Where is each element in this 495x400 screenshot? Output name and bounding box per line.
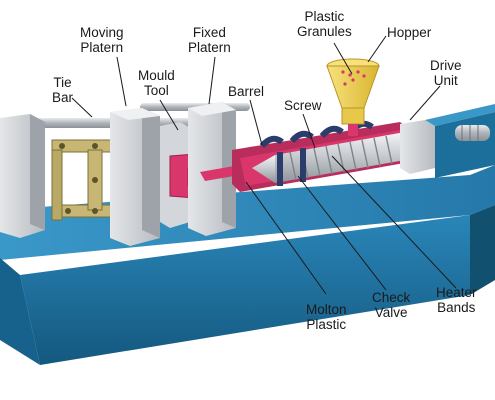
label-moving-platern: Moving Platern [80, 25, 124, 55]
fixed-platen [188, 102, 236, 236]
drive-unit [400, 104, 495, 178]
leader-plastic-granules [333, 42, 353, 75]
toggle-linkage [51, 139, 133, 221]
leader-check-valve [297, 175, 387, 291]
leader-tie-bar [71, 97, 93, 118]
label-check-valve: Check Valve [372, 290, 411, 320]
machine-base [0, 165, 495, 365]
screw [252, 132, 405, 183]
moving-platen [110, 108, 160, 246]
leader-drive-unit [409, 85, 441, 121]
leader-lines [71, 35, 457, 295]
label-hopper: Hopper [387, 25, 432, 40]
leader-barrel [249, 99, 263, 146]
label-fixed-platern: Fixed Platern [188, 25, 231, 55]
leader-moving-platern [116, 56, 127, 107]
leader-hopper [367, 35, 387, 63]
label-drive-unit: Drive Unit [430, 58, 462, 88]
label-screw: Screw [284, 98, 322, 113]
label-tie-bar: Tie Bar [52, 75, 74, 105]
label-mould-tool: Mould Tool [138, 68, 175, 98]
leader-molton-plastic [245, 181, 327, 295]
label-molton-plastic: Molton Plastic [306, 302, 347, 332]
hopper [326, 58, 380, 136]
leader-heater-bands [331, 155, 457, 289]
leader-screw [302, 113, 316, 149]
label-heater-bands: Heater Bands [436, 285, 477, 315]
leader-mould-tool [159, 99, 179, 131]
rear-platen [0, 114, 45, 238]
label-barrel: Barrel [228, 84, 265, 99]
leader-fixed-platern [208, 56, 216, 105]
label-plastic-granules: Plastic Granules [297, 9, 352, 39]
